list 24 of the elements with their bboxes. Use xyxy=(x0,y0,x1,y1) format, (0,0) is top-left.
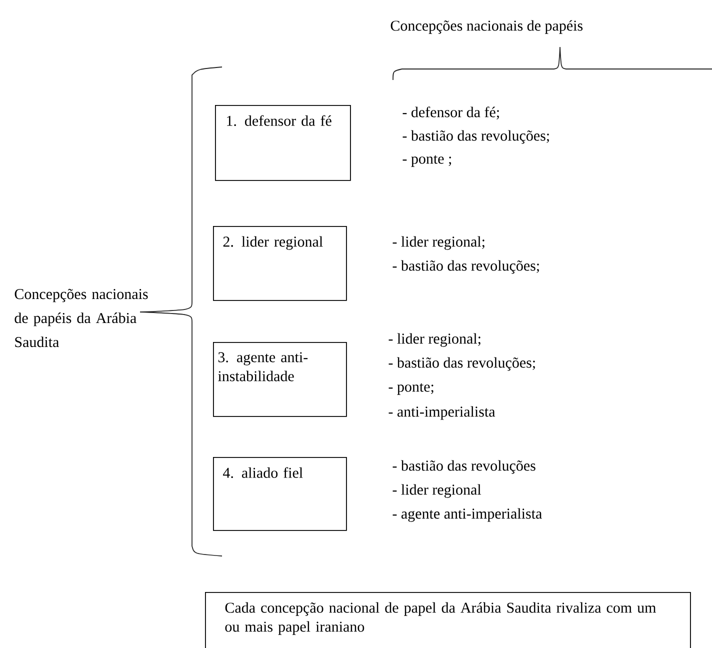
label: - lider regional; xyxy=(388,333,480,347)
node-label: 3. agente anti-instabilidade xyxy=(218,352,308,382)
label: - defensor da fé; xyxy=(402,106,499,120)
node-label: 2. lider regional xyxy=(223,236,323,250)
label: - bastião das revoluções; xyxy=(392,260,539,274)
node-label: 1. defensor da fé xyxy=(227,115,332,126)
label: Concepções nacionais de papéis da Arábia Saudita xyxy=(14,288,148,348)
label: - ponte; xyxy=(388,383,434,395)
role-box xyxy=(213,342,347,417)
role-box xyxy=(215,105,351,181)
node-label: 4. aliado fiel xyxy=(223,467,303,478)
label: - lider regional xyxy=(392,484,482,498)
label: - bastião das revoluções; xyxy=(388,357,535,371)
label: - agente anti-imperialista xyxy=(392,508,542,522)
label: Concepções nacionais de papéis xyxy=(390,20,583,34)
role-box xyxy=(213,226,347,301)
node-label: Cada concepção nacional de papel da Arábia Saudita rivaliza com um ou mais papel iraniano xyxy=(225,602,656,635)
role-box xyxy=(205,592,691,648)
label: - lider regional; xyxy=(392,236,484,250)
label: - anti-imperialista xyxy=(388,406,496,420)
label: - ponte ; xyxy=(402,155,452,167)
label: - bastião das revoluções; xyxy=(402,130,549,144)
role-box xyxy=(213,457,347,531)
label: - bastião das revoluções xyxy=(392,460,536,474)
